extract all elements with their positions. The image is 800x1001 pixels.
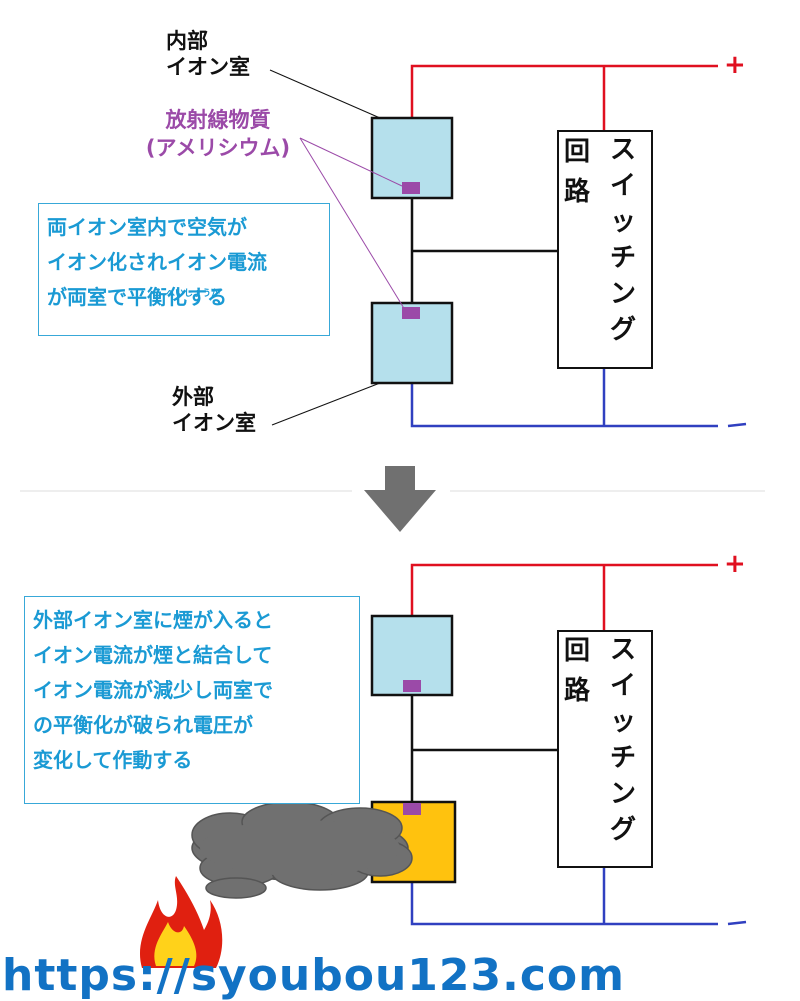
top-minus-dash	[727, 422, 747, 428]
bottom-negative-wire	[410, 882, 718, 926]
top-circuit-char: 回	[563, 137, 590, 167]
radioactive-label-line2: (アメリシウム)	[145, 136, 291, 160]
site-watermark: https://syoubou123.com	[2, 950, 626, 1001]
top-outer-radioactive-marker	[402, 307, 420, 319]
bottom-info-line: 外部イオン室に煙が入ると	[33, 608, 273, 632]
top-outer-chamber-leader	[271, 382, 381, 426]
bottom-positive-wire	[410, 563, 718, 616]
bottom-info-line: 変化して作動する	[33, 748, 193, 772]
bottom-info-line: イオン電流が減少し両室で	[33, 678, 273, 702]
down-arrow	[364, 466, 436, 532]
bottom-info-line: イオン電流が煙と結合して	[33, 643, 273, 667]
top-circuit	[269, 64, 747, 428]
bottom-circuit	[370, 563, 747, 926]
outer-chamber-label-line1: 外部	[172, 385, 214, 409]
bottom-outer-radioactive-marker	[403, 803, 421, 815]
bottom-minus-dash	[727, 920, 747, 926]
top-switching-char: イ	[609, 171, 636, 201]
bottom-switching-char: チ	[609, 743, 636, 773]
smoke-cloud-core	[200, 820, 400, 876]
bottom-switching-label: ス イ ッ チ ン グ	[606, 632, 640, 848]
top-inner-radioactive-marker	[402, 182, 420, 194]
outer-chamber-label-line2: イオン室	[172, 411, 256, 435]
inner-chamber-label: 内部 イオン室	[166, 28, 250, 80]
top-positive-wire	[410, 64, 718, 118]
bottom-switching-char: ッ	[609, 707, 636, 737]
top-circuit-char: 路	[563, 177, 590, 207]
top-info-line: 両イオン室内で空気が	[47, 215, 247, 239]
bottom-circuit-char: 路	[563, 676, 590, 706]
outer-chamber-label: 外部 イオン室	[172, 384, 256, 436]
inner-chamber-label-line1: 内部	[166, 29, 208, 53]
top-radioactive-leader-1	[299, 137, 403, 187]
bottom-switching-char: ン	[609, 779, 636, 809]
bottom-info-box: 外部イオン室に煙が入ると イオン電流が煙と結合して イオン電流が減少し両室で の…	[24, 596, 360, 804]
top-info-line: イオン化されイオン電流	[47, 250, 267, 274]
top-switching-char: グ	[609, 315, 636, 345]
top-radioactive-leader-2	[299, 137, 406, 311]
fire-icon	[139, 876, 223, 968]
inner-chamber-label-line2: イオン室	[166, 55, 250, 79]
top-info-line: が両室で平衡化する	[47, 285, 227, 309]
top-switching-char: ス	[609, 135, 636, 165]
top-inner-chamber-leader	[269, 69, 381, 119]
radioactive-label-line1: 放射線物質	[165, 108, 271, 132]
bottom-switching-char: グ	[609, 815, 636, 845]
bottom-plus-sign: +	[724, 549, 746, 579]
top-switching-char: ン	[609, 279, 636, 309]
top-switching-circuit-box	[557, 130, 653, 369]
top-switching-char: チ	[609, 243, 636, 273]
top-info-box: 両イオン室内で空気が イオン化されイオン電流 が両室で平衡化する	[38, 203, 330, 336]
bottom-inner-radioactive-marker	[403, 680, 421, 692]
bottom-switching-char: ス	[609, 635, 636, 665]
ruby-annotation: へいしょうか	[166, 289, 221, 299]
bottom-circuit-char: 回	[563, 636, 590, 666]
bottom-info-line: の平衡化が破られ電圧が	[33, 713, 253, 737]
bottom-switching-char: イ	[609, 671, 636, 701]
bottom-switching-circuit-box	[557, 630, 653, 868]
radioactive-material-label: 放射線物質 (アメリシウム)	[128, 106, 308, 162]
bottom-circuit-label: 回 路	[562, 631, 592, 711]
top-switching-char: ッ	[609, 207, 636, 237]
top-circuit-label: 回 路	[562, 132, 592, 212]
top-switching-label: ス イ ッ チ ン グ	[606, 132, 640, 348]
top-negative-wire	[410, 383, 718, 428]
top-plus-sign: +	[724, 50, 746, 80]
